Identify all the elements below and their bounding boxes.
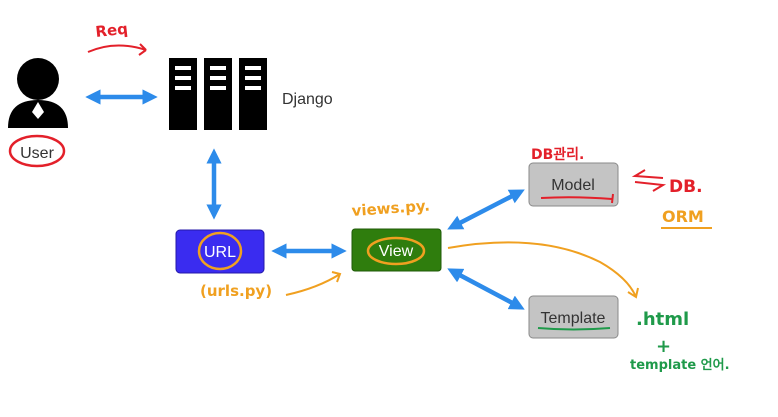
template-language-annotation: template 언어. <box>630 357 730 373</box>
url-circle-annotation <box>197 231 243 271</box>
orm-annotation: ORM <box>662 207 704 226</box>
template-underline-annotation <box>537 327 611 331</box>
url-label: URL <box>204 244 236 261</box>
server-label: Django <box>282 91 333 108</box>
view-label: View <box>379 243 414 260</box>
url-box <box>175 229 265 274</box>
views-file-annotation: views.py. <box>351 197 430 220</box>
plus-annotation: + <box>656 336 671 357</box>
user-label: User <box>20 145 54 162</box>
model-box <box>528 162 619 207</box>
model-underline-annotation <box>540 193 614 204</box>
view-model-arrow <box>447 189 525 230</box>
server-icon <box>169 58 267 130</box>
template-box <box>528 295 619 339</box>
user-circle-annotation <box>8 134 66 168</box>
db-annotation: DB. <box>669 177 703 197</box>
view-html-arrow-annotation <box>447 241 639 299</box>
urls-file-annotation: (urls.py) <box>200 282 272 300</box>
req-annotation: Req <box>95 20 129 41</box>
template-label: Template <box>541 310 606 327</box>
urls-view-arrow-annotation <box>285 271 342 296</box>
view-circle-annotation <box>366 236 426 266</box>
html-annotation: .html <box>636 309 689 330</box>
model-db-arrow-annotation <box>631 169 667 192</box>
req-arrow <box>87 43 147 56</box>
model-db-note-annotation: DB관리. <box>531 146 584 163</box>
model-label: Model <box>551 177 595 194</box>
view-template-arrow <box>447 268 525 310</box>
user-icon <box>8 58 68 128</box>
